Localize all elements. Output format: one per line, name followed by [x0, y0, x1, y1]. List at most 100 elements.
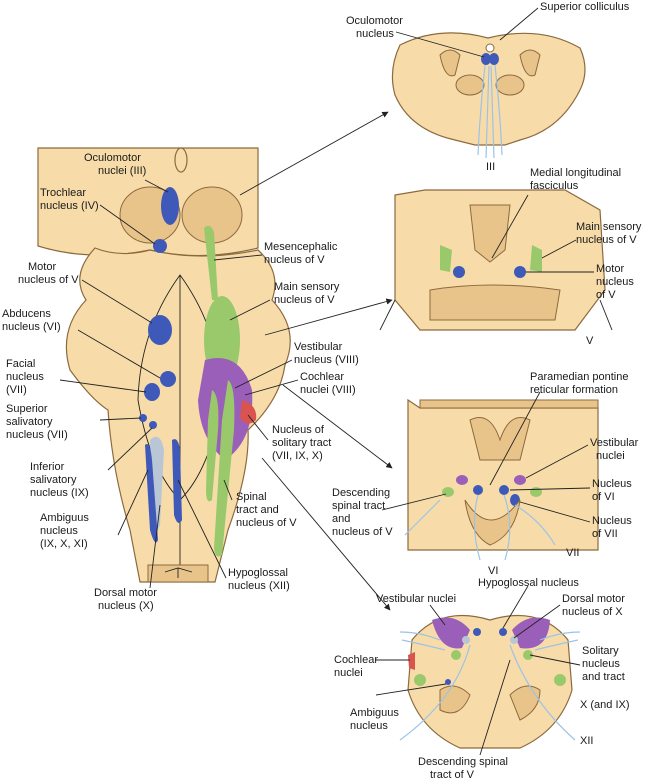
- arrow-to-lower-pons: [282, 384, 393, 469]
- label-dorsal-motor-nucleus: Dorsal motor nucleus (X): [94, 587, 160, 612]
- section2-basilar-pons: [429, 284, 561, 321]
- section4-vestibular-left: [432, 617, 470, 649]
- section2-main-sensory-right: [530, 245, 542, 272]
- label-s2-motor: Motor nucleus of V: [596, 263, 637, 301]
- section-arrows: [239, 111, 393, 611]
- section1-crus-left: [439, 49, 461, 77]
- section4-vestibular-right: [512, 617, 550, 649]
- section3-nerve-fibers: [404, 494, 556, 561]
- section4-cochlear-left: [408, 652, 415, 670]
- section2-nerve-v-left: [379, 299, 396, 331]
- label-s4-hypoglossal: Hypoglossal nucleus: [478, 577, 579, 589]
- label-inferior-salivatory: Inferior salivatory nucleus (IX): [30, 461, 89, 499]
- facial-nucleus-shape: [144, 383, 160, 401]
- section4-olive-right: [509, 685, 541, 721]
- arrow-to-medulla: [261, 457, 391, 611]
- label-trochlear-nucleus: Trochlear nucleus (IV): [40, 187, 99, 212]
- arrow-to-upper-pons: [264, 298, 393, 336]
- label-s4-xii: XII: [580, 735, 593, 747]
- section3-spinal-v-left: [442, 487, 454, 497]
- solitary-tract-shape: [206, 390, 219, 502]
- arrow-to-midbrain: [239, 111, 389, 196]
- label-solitary-tract: Nucleus of solitary tract (VII, IX, X): [272, 424, 334, 462]
- section2-fourth-ventricle: [469, 204, 511, 263]
- brainstem-body: [65, 247, 291, 583]
- section4-nerve-fibers: [399, 631, 581, 741]
- label-s4-descending-spinal: Descending spinal tract of V: [418, 756, 511, 781]
- section-labels: Oculomotor nucleus Superior colliculus I…: [332, 1, 644, 781]
- label-s3-nucleus-vii: Nucleus of VII: [592, 515, 635, 540]
- section1-oculomotor-left: [481, 53, 491, 65]
- cochlear-nucleus-shape: [240, 400, 257, 424]
- label-main-sensory-nucleus: Main sensory nucleus of V: [274, 281, 342, 306]
- section-pons-upper: [379, 189, 613, 331]
- section1-oculomotor-right: [489, 53, 499, 65]
- label-motor-nucleus-v: Motor nucleus of V: [18, 261, 79, 286]
- leader-lines: [59, 7, 594, 756]
- label-s2-mlf: Medial longitudinal fasciculus: [530, 167, 624, 192]
- section2-nerve-v-right: [599, 299, 613, 331]
- section4-dorsal-motor-left: [462, 636, 470, 644]
- section1-crus-right: [519, 49, 541, 77]
- label-vestibular-nucleus: Vestibular nucleus (VIII): [294, 341, 359, 366]
- label-s2-nerve-v: V: [586, 335, 594, 347]
- section-pons-lower: [404, 398, 599, 561]
- section4-spinal-v-left: [414, 674, 426, 686]
- label-s3-nerve-vii: VII: [566, 547, 579, 559]
- inf-salivatory-nucleus-shape: [149, 421, 157, 429]
- central-gray-mark: [164, 567, 193, 578]
- label-s4-dorsal-motor: Dorsal motor nucleus of X: [562, 593, 628, 618]
- label-s3-descending-spinal: Descending spinal tract and nucleus of V: [332, 487, 393, 538]
- label-s2-main-sensory: Main sensory nucleus of V: [576, 221, 644, 246]
- hypoglossal-nucleus-shape: [172, 439, 182, 524]
- section3-outline: [407, 398, 599, 551]
- label-s4-vestibular: Vestibular nuclei: [376, 593, 456, 605]
- section4-hypoglossal-right: [499, 628, 507, 636]
- section2-main-sensory-left: [440, 245, 452, 272]
- section-medulla: [399, 614, 581, 749]
- section4-hypoglossal-left: [473, 628, 481, 636]
- section3-spinal-v-right: [530, 487, 542, 497]
- trochlear-nucleus-shape: [153, 239, 167, 253]
- section4-solitary-left: [451, 650, 461, 660]
- label-s1-superior-colliculus: Superior colliculus: [540, 1, 630, 13]
- section4-dorsal-motor-right: [510, 636, 518, 644]
- label-mesencephalic-nucleus: Mesencephalic nucleus of V: [264, 241, 340, 266]
- section2-motor-v-left: [453, 266, 465, 278]
- label-s4-cochlear: Cochlear nuclei: [334, 654, 381, 679]
- label-s4-x-and-ix: X (and IX): [580, 699, 630, 711]
- section3-abducens-left: [473, 485, 483, 495]
- label-s4-solitary: Solitary nucleus and tract: [582, 645, 625, 683]
- motor-nucleus-v-shape: [148, 315, 172, 345]
- label-cochlear-nuclei: Cochlear nuclei (VIII): [300, 371, 356, 396]
- oculomotor-nucleus-shape: [161, 187, 179, 225]
- brainstem-labels: Oculomotor nuclei (III) Trochlear nucleu…: [2, 152, 359, 612]
- mesencephalic-nucleus-shape: [204, 225, 218, 300]
- section1-red-nucleus-left: [455, 74, 485, 96]
- label-superior-salivatory: Superior salivatory nucleus (VII): [6, 403, 68, 441]
- section4-solitary-right: [523, 650, 533, 660]
- label-oculomotor-nuclei: Oculomotor nuclei (III): [84, 152, 146, 177]
- section2-motor-v-right: [514, 266, 526, 278]
- section3-cerebellar-peduncles: [469, 417, 531, 461]
- label-s3-nucleus-vi: Nucleus of VI: [592, 478, 635, 503]
- section3-abducens-right: [499, 485, 509, 495]
- label-s3-pprf: Paramedian pontine reticular formation: [530, 371, 632, 396]
- section3-vestibular-right: [514, 475, 526, 485]
- dorsal-brainstem-view: [37, 147, 291, 583]
- label-s4-ambiguus: Ambiguus nucleus: [350, 707, 402, 732]
- label-hypoglossal-nucleus: Hypoglossal nucleus (XII): [228, 567, 291, 592]
- section-midbrain: [391, 32, 586, 159]
- label-s3-nerve-vi: VI: [488, 565, 498, 577]
- label-facial-nucleus: Facial nucleus (VII): [6, 358, 47, 396]
- section1-nerve-iii-fibers: [477, 64, 503, 159]
- abducens-nucleus-shape: [160, 371, 176, 387]
- pineal: [174, 147, 188, 173]
- spinal-tract-v-shape: [214, 380, 235, 557]
- section1-aqueduct: [485, 43, 495, 53]
- section4-ambiguus-left: [445, 679, 451, 685]
- ambiguus-nucleus-shape: [145, 444, 158, 543]
- label-spinal-tract-v: Spinal tract and nucleus of V: [236, 491, 297, 529]
- label-abducens-nucleus: Abducens nucleus (VI): [2, 308, 61, 333]
